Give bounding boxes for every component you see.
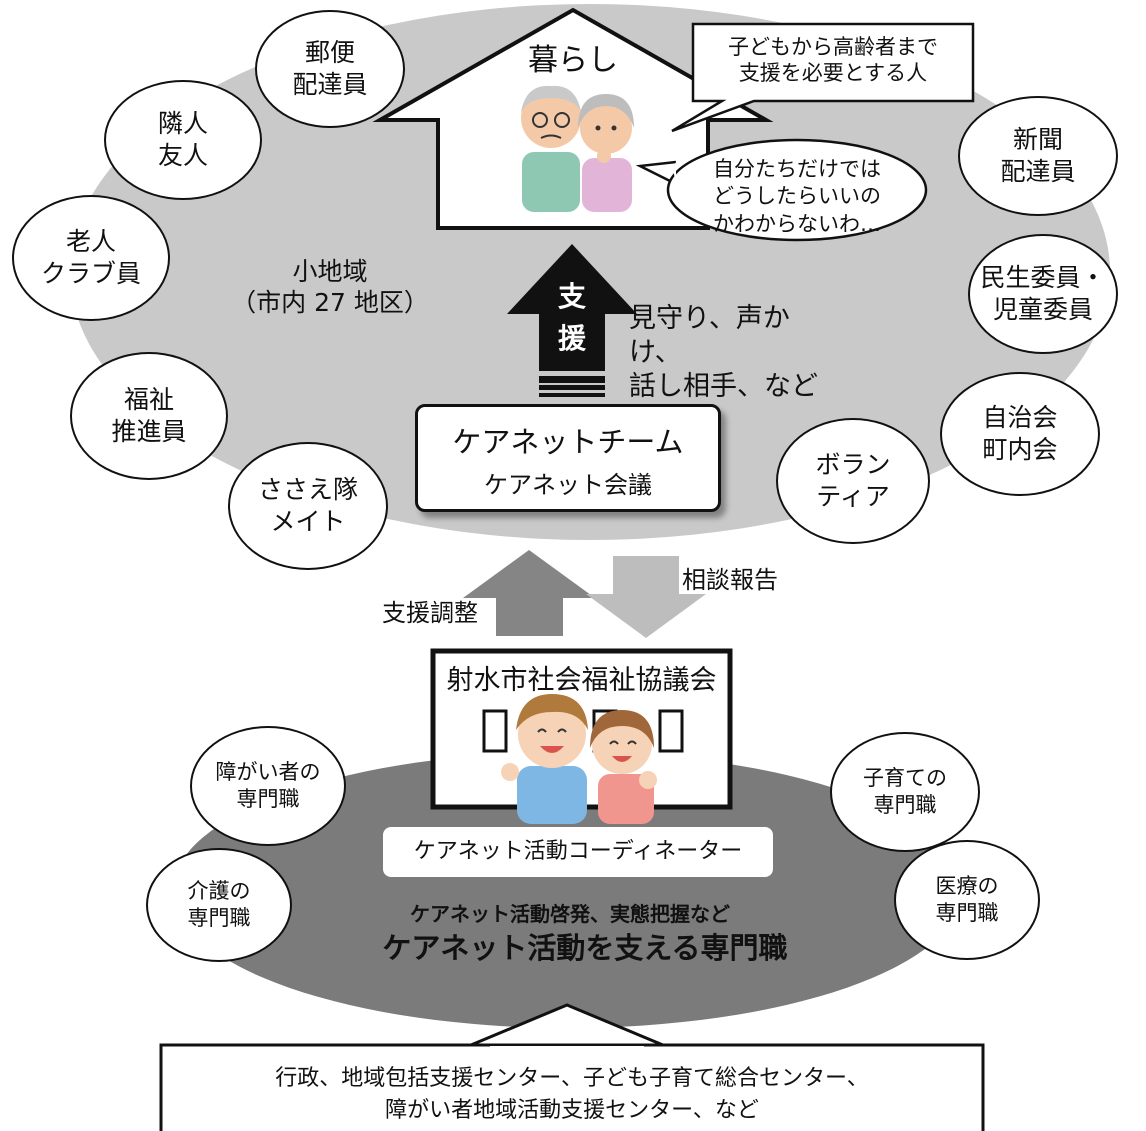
callout-oval-shape — [635, 160, 677, 184]
professional-medical: 医療の 専門職 — [894, 840, 1040, 960]
community-member-welfare-commissioner: 民生委員・ 児童委員 — [968, 234, 1118, 354]
professional-disability: 障がい者の 専門職 — [190, 726, 346, 846]
professional-area-ellipse — [173, 752, 963, 1028]
community-member-volunteer: ボラン ティア — [776, 418, 930, 544]
team-subtitle: ケアネット会議 — [484, 471, 652, 499]
community-member-welfare: 福祉 推進員 — [70, 352, 228, 480]
callout-rect-shape — [671, 22, 975, 133]
care-net-team-box — [415, 404, 721, 512]
coordinator-illustration — [501, 694, 657, 824]
support-note: 見守り、声かけ、 話し相手、など — [629, 303, 818, 402]
house-title: 暮らし — [528, 43, 618, 78]
support-adjust-label: 支援調整 — [382, 599, 478, 627]
professionals-subtitle: ケアネット活動啓発、実態把握など — [410, 902, 730, 926]
elderly-couple-illustration — [521, 85, 634, 212]
professionals-title: ケアネット活動を支える専門職 — [382, 931, 788, 965]
coordinator-box — [383, 827, 773, 877]
community-member-neighbor: 隣人 友人 — [104, 80, 262, 200]
consult-report-arrow — [586, 556, 706, 638]
house-callout-top: 子どもから高齢者まで 支援を必要とする人 — [728, 35, 938, 86]
team-title: ケアネットチーム — [452, 425, 684, 459]
support-arrow — [507, 244, 637, 383]
council-title: 射水市社会福祉協議会 — [446, 665, 717, 696]
bottom-organizations-box — [159, 1043, 985, 1131]
community-member-postal: 郵便 配達員 — [255, 10, 405, 128]
small-area-label: 小地域 （市内 27 地区） — [231, 257, 429, 318]
support-adjust-arrow — [463, 550, 595, 636]
house-callout-bubble: 自分たちだけでは どうしたらいいの かわからないわ… — [713, 157, 881, 236]
community-member-newspaper: 新聞 配達員 — [958, 96, 1118, 216]
professional-childcare: 子育ての 専門職 — [830, 732, 980, 852]
bottom-organizations-text: 行政、地域包括支援センター、子ども子育て総合センター、 障がい者地域活動支援セン… — [275, 1066, 869, 1123]
community-member-sasaetai: ささえ隊 メイト — [228, 442, 388, 570]
support-arrow-label: 支 援 — [557, 280, 586, 355]
coordinator-label: ケアネット活動コーディネーター — [413, 839, 743, 864]
consult-report-label: 相談報告 — [682, 566, 778, 594]
professional-care: 介護の 専門職 — [146, 848, 292, 962]
community-member-neighborhood-assoc: 自治会 町内会 — [940, 372, 1100, 496]
community-member-senior-club: 老人 クラブ員 — [12, 195, 170, 321]
